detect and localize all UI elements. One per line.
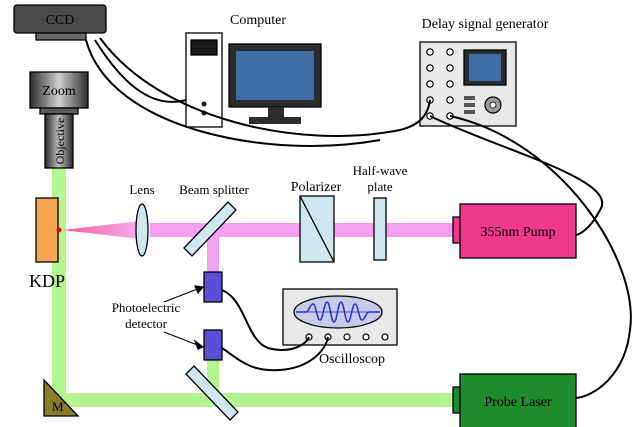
- half-wave-label-1: Half-wave: [353, 163, 408, 178]
- zoom-label: Zoom: [42, 84, 76, 99]
- oscilloscope-label: Oscilloscop: [319, 352, 385, 367]
- probe-beam-horizontal: [52, 393, 460, 407]
- computer: Computer: [185, 13, 322, 128]
- kdp-label: KDP: [29, 271, 65, 291]
- polarizer: Polarizer: [291, 180, 342, 263]
- probe-laser: Probe Laser: [452, 373, 577, 427]
- beam-splitter-label: Beam splitter: [179, 182, 249, 197]
- beam-splitter: Beam splitter: [179, 182, 250, 257]
- ccd-camera: CCD: [13, 4, 107, 41]
- delay-signal-generator: Delay signal generator: [419, 17, 549, 127]
- photoelectric-label-2: detector: [125, 316, 168, 331]
- probe-beam: [52, 160, 460, 407]
- delay-generator-label: Delay signal generator: [422, 17, 549, 32]
- pump-label: 355nm Pump: [480, 225, 555, 240]
- lower-beam-splitter: [185, 365, 239, 421]
- ccd-label: CCD: [46, 13, 75, 28]
- lens-label: Lens: [129, 182, 154, 197]
- kdp-crystal: KDP: [29, 197, 65, 291]
- polarizer-label: Polarizer: [291, 180, 342, 195]
- mirror-label: M: [52, 399, 64, 414]
- objective-lens: Objective: [44, 113, 74, 169]
- mirror: M: [43, 378, 80, 417]
- photoelectric-detector-bottom: [203, 329, 223, 361]
- lens: Lens: [129, 182, 155, 257]
- probe-label: Probe Laser: [484, 395, 552, 410]
- detector-pointer-arrows: [163, 285, 205, 350]
- objective-label: Objective: [53, 118, 67, 165]
- zoom-lens: Zoom: [29, 71, 89, 115]
- photoelectric-label-1: Photoelectric: [112, 300, 181, 315]
- computer-label: Computer: [230, 13, 286, 28]
- pump-beam-focus-cone: [62, 221, 140, 239]
- pump-laser: 355nm Pump: [452, 203, 577, 259]
- photoelectric-detector-top: [203, 271, 223, 303]
- oscilloscope: Oscilloscop: [282, 288, 398, 367]
- pump-beam-reflected: [207, 234, 219, 274]
- half-wave-plate: Half-wave plate: [353, 163, 408, 261]
- half-wave-label-2: plate: [367, 179, 392, 194]
- signal-cables: [85, 37, 632, 399]
